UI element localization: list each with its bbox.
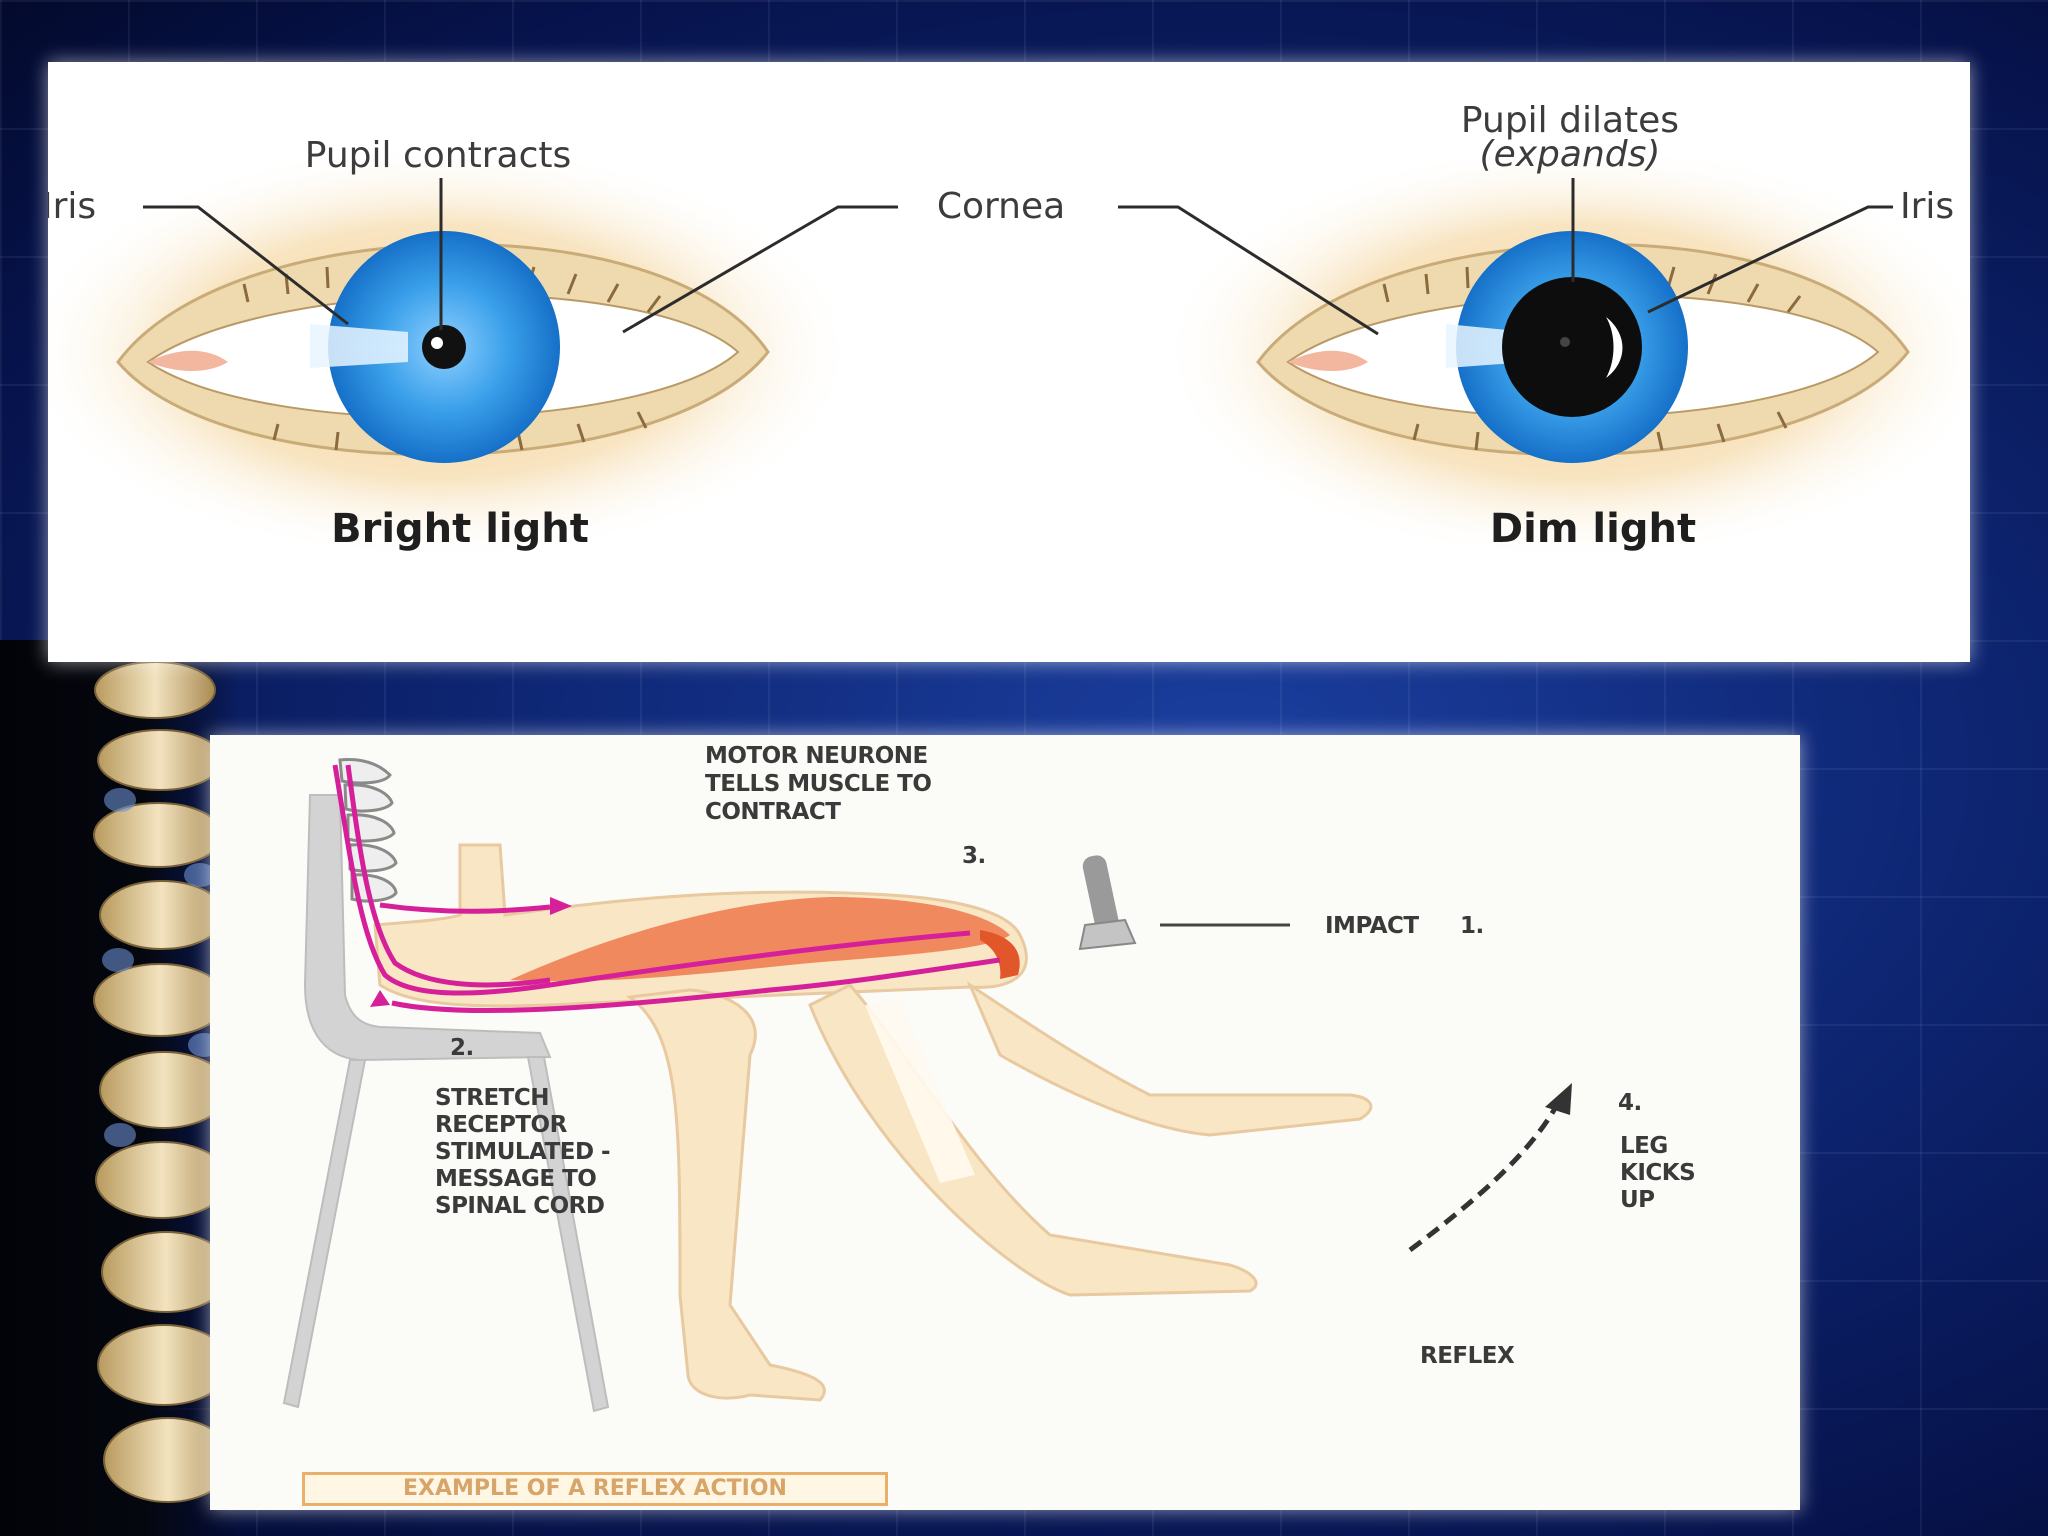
stretch-label-5: SPINAL CORD bbox=[435, 1193, 604, 1219]
motor-label-2: TELLS MUSCLE TO bbox=[705, 771, 931, 797]
stretch-label-4: MESSAGE TO bbox=[435, 1166, 596, 1192]
step-4-label: 4. bbox=[1618, 1090, 1642, 1116]
stretch-label-2: RECEPTOR bbox=[435, 1112, 568, 1138]
iris-left-label: Iris bbox=[48, 186, 96, 227]
reflex-label: REFLEX bbox=[1420, 1343, 1515, 1369]
pupil-contracts-label: Pupil contracts bbox=[305, 135, 571, 176]
step-3-label: 3. bbox=[962, 843, 986, 869]
motor-label-1: MOTOR NEURONE bbox=[705, 743, 928, 769]
bright-light-caption: Bright light bbox=[331, 506, 589, 552]
stretch-label-1: STRETCH bbox=[435, 1085, 549, 1111]
right-eye bbox=[1158, 142, 1970, 562]
reflex-diagram: MOTOR NEURONE TELLS MUSCLE TO CONTRACT 3… bbox=[210, 735, 1800, 1510]
eye-diagram: Pupil contracts Iris Cornea Pupil dilate… bbox=[48, 62, 1970, 662]
left-eye bbox=[48, 142, 858, 562]
iris-right-label: Iris bbox=[1900, 186, 1954, 227]
stretch-label-3: STIMULATED - bbox=[435, 1139, 610, 1165]
motor-label-3: CONTRACT bbox=[705, 799, 841, 825]
leg-label-1: LEG bbox=[1620, 1133, 1668, 1159]
step-2-label: 2. bbox=[450, 1035, 474, 1061]
eye-diagram-panel: Pupil contracts Iris Cornea Pupil dilate… bbox=[48, 62, 1970, 662]
cornea-label: Cornea bbox=[937, 186, 1065, 227]
leg-label-3: UP bbox=[1620, 1187, 1655, 1213]
impact-label: IMPACT bbox=[1325, 913, 1419, 939]
leg-label-2: KICKS bbox=[1620, 1160, 1695, 1186]
reflex-caption: EXAMPLE OF A REFLEX ACTION bbox=[302, 1472, 888, 1506]
dim-light-caption: Dim light bbox=[1490, 506, 1696, 552]
expands-label: (expands) bbox=[1480, 134, 1661, 175]
reflex-hammer bbox=[1080, 853, 1135, 949]
spine-decoration bbox=[80, 660, 230, 1530]
reflex-diagram-panel: MOTOR NEURONE TELLS MUSCLE TO CONTRACT 3… bbox=[210, 735, 1800, 1510]
kick-arrowhead bbox=[1545, 1083, 1572, 1115]
step-1-label: 1. bbox=[1460, 913, 1484, 939]
kick-arrow bbox=[1410, 1103, 1558, 1250]
